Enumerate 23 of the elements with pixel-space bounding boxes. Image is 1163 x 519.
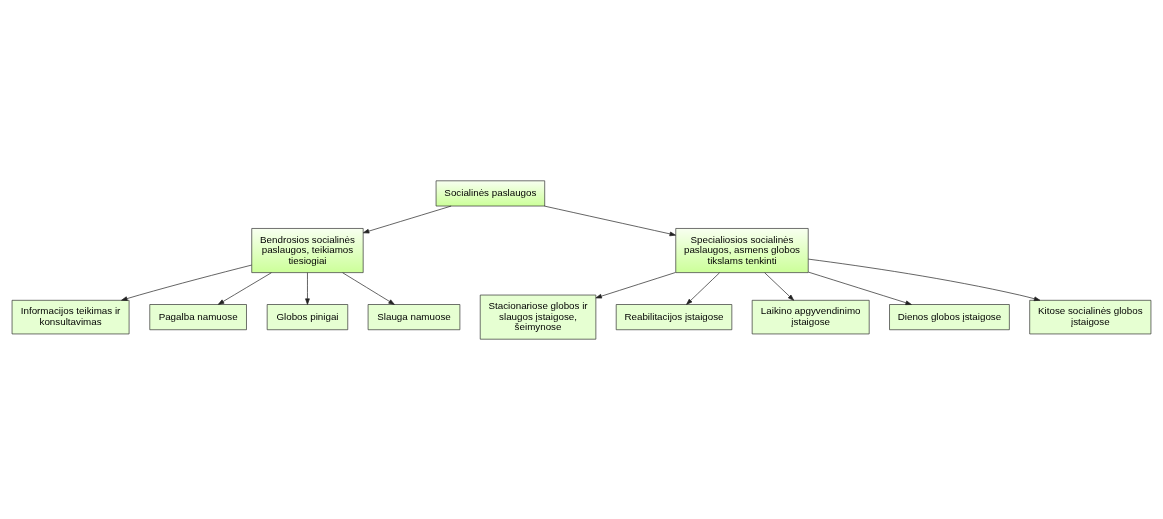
arrow	[217, 271, 272, 305]
node-box: Pagalba namuose	[149, 303, 247, 330]
arrow	[808, 271, 912, 305]
arrow	[808, 258, 1041, 301]
node-box: Stacionariose globos ir slaugos įstaigose, šeimynose	[479, 294, 597, 340]
node-box: Slauga namuose	[367, 303, 461, 330]
node-box: Kitose socialinės globos įstaigose	[1029, 299, 1152, 334]
node-box: Globos pinigai	[266, 303, 349, 330]
arrow	[686, 271, 720, 305]
node-box: Specialiosios socialinės paslaugos, asmens globos tikslams tenkinti	[675, 227, 809, 273]
arrow	[764, 271, 795, 301]
arrow	[595, 271, 676, 298]
node-box: Reabilitacijos įstaigose	[615, 303, 733, 330]
arrow	[362, 205, 452, 233]
node-box: Informacijos teikimas ir konsultavimas	[11, 299, 130, 334]
node-box: Laikino apgyvendinimo įstaigose	[751, 299, 870, 334]
node-box: Socialinės paslaugos	[435, 179, 546, 206]
arrow	[342, 271, 395, 305]
node-box: Bendrosios socialinės paslaugos, teikiamos tiesiogiai	[251, 227, 364, 273]
arrow	[544, 205, 676, 236]
arrow	[121, 264, 252, 301]
node-box: Dienos globos įstaigose	[889, 303, 1010, 330]
arrow	[305, 271, 310, 305]
